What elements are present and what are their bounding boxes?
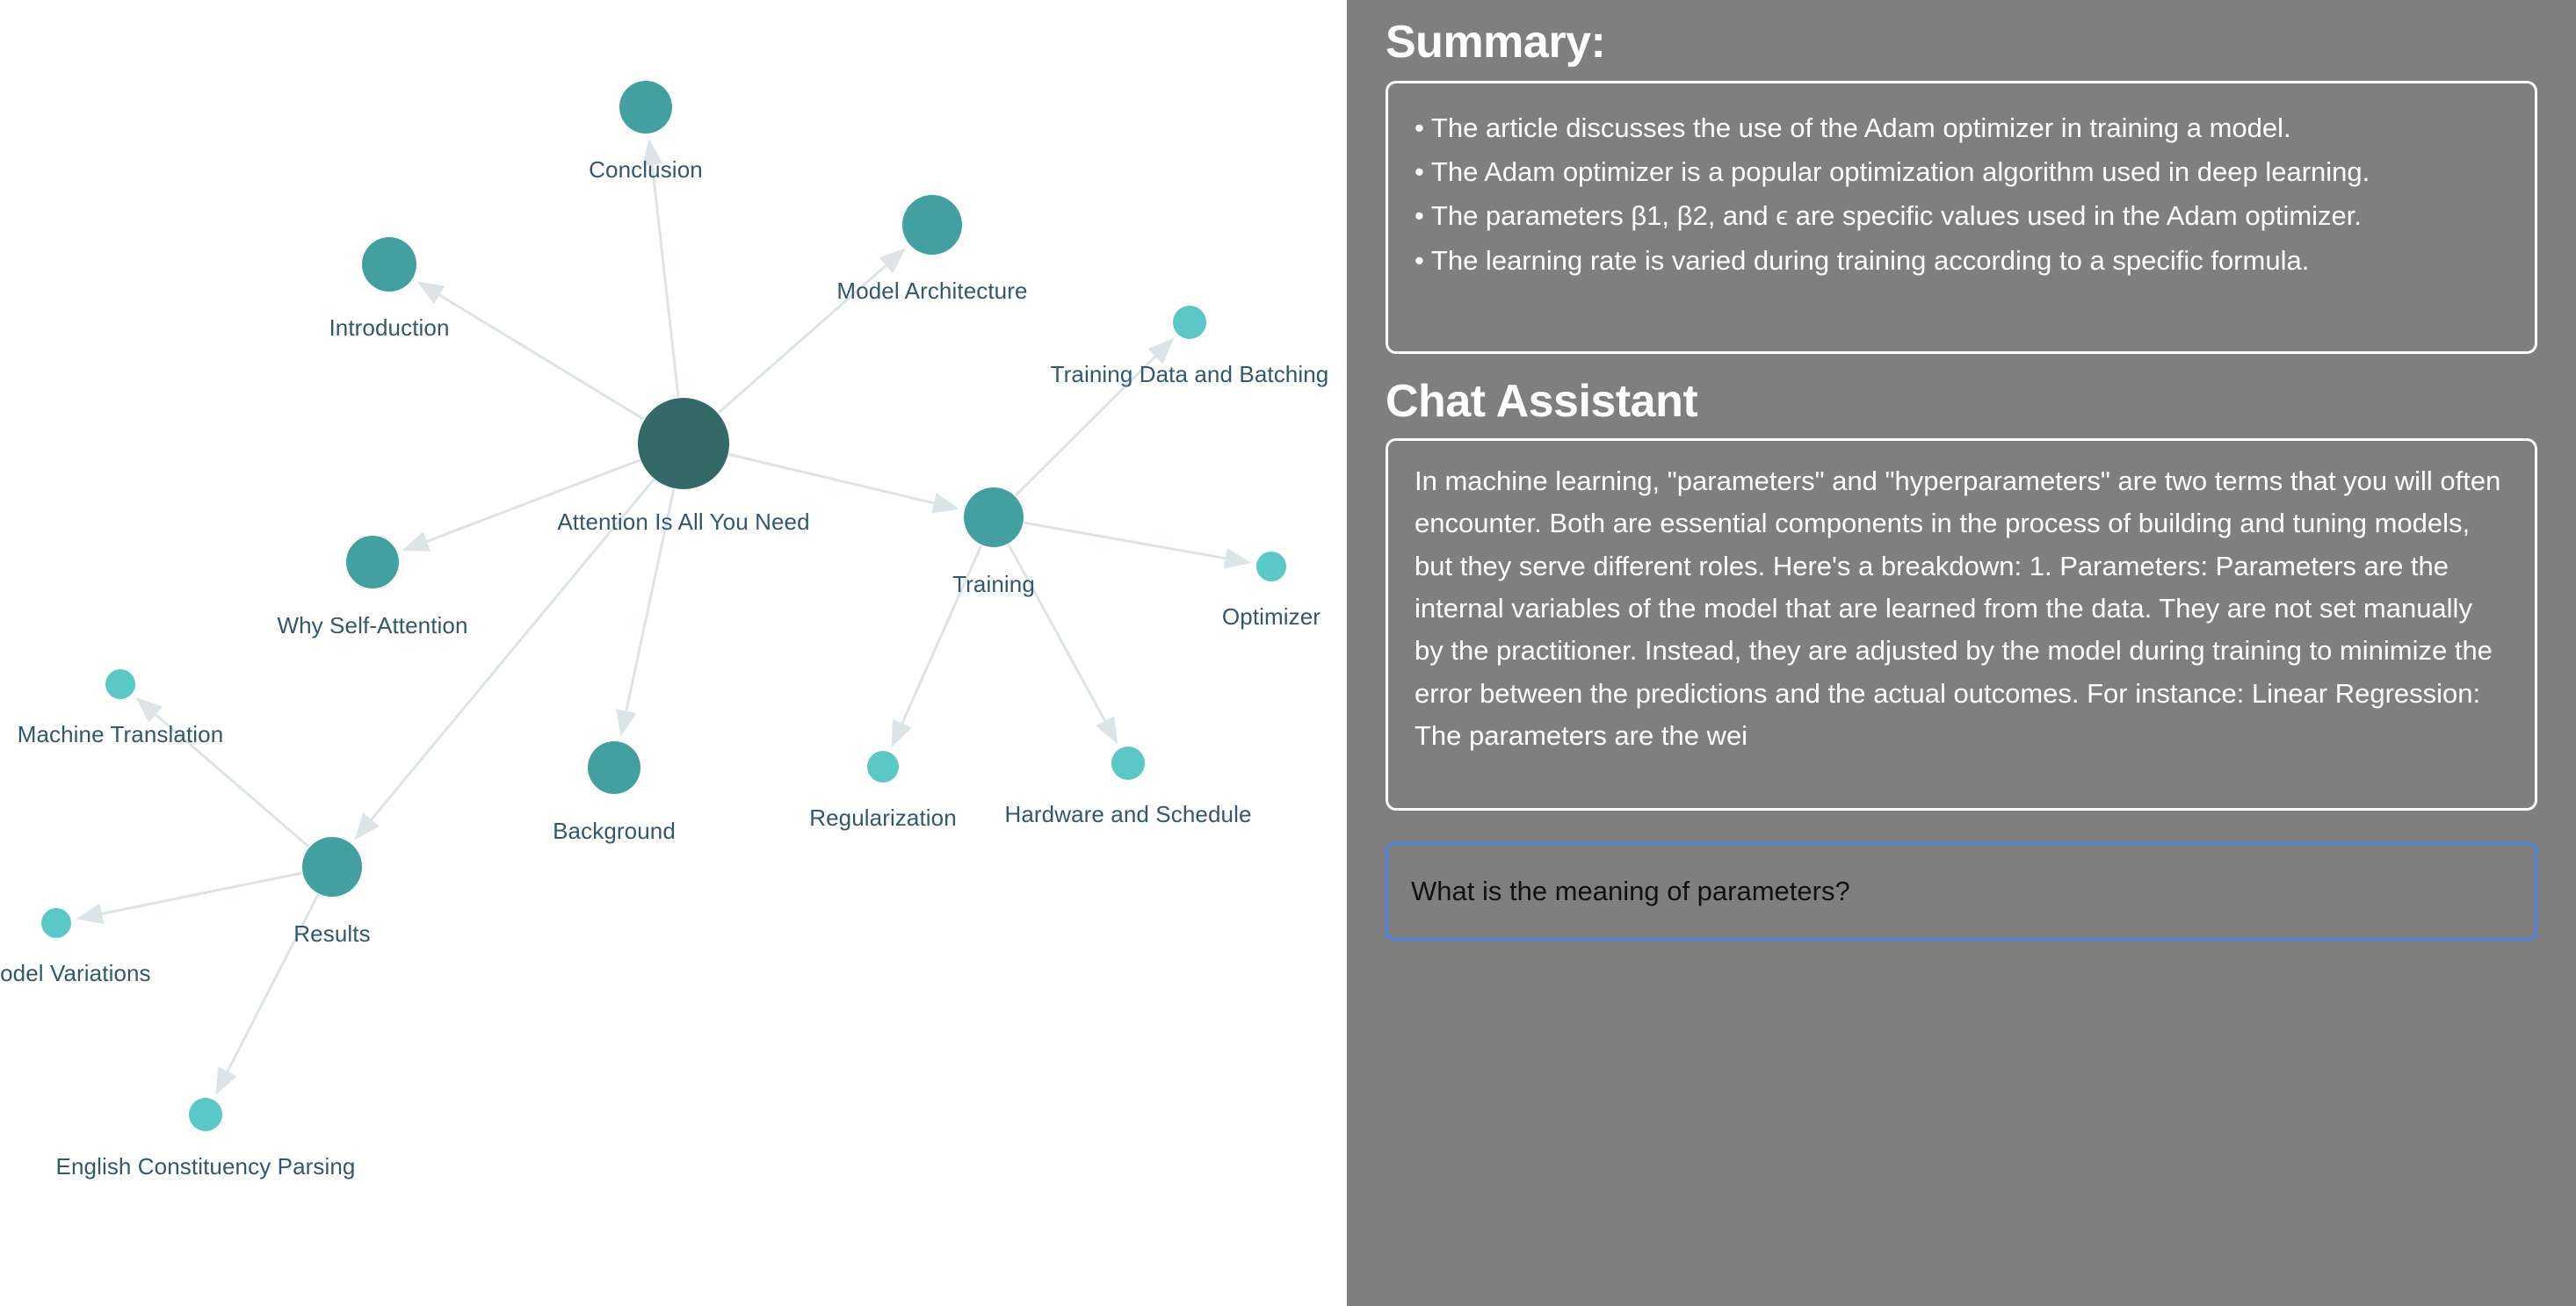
chat-response-box: In machine learning, "parameters" and "h…	[1386, 438, 2537, 811]
graph-edge-layer	[76, 138, 1252, 1095]
graph-edge	[717, 248, 906, 415]
graph-node[interactable]	[1173, 306, 1206, 339]
graph-node[interactable]	[964, 487, 1024, 547]
graph-edge	[354, 478, 655, 841]
graph-edge	[641, 138, 680, 398]
graph-node[interactable]	[1111, 747, 1145, 780]
chat-assistant-heading: Chat Assistant	[1386, 376, 1698, 427]
graph-node[interactable]	[638, 398, 729, 489]
knowledge-graph-svg[interactable]	[0, 0, 1347, 1306]
graph-edge	[1024, 521, 1252, 569]
graph-node[interactable]	[619, 81, 672, 133]
graph-node[interactable]	[1256, 552, 1286, 581]
graph-node[interactable]	[41, 908, 71, 938]
graph-edge	[76, 871, 303, 925]
summary-bullet: • The article discusses the use of the A…	[1415, 112, 2291, 143]
graph-edge	[135, 697, 310, 848]
graph-node[interactable]	[189, 1098, 222, 1131]
graph-edge	[1014, 337, 1175, 497]
summary-heading: Summary:	[1386, 17, 1606, 68]
summary-bullet: • The parameters β1, β2, and ϵ are speci…	[1415, 200, 2363, 232]
graph-node-layer[interactable]	[41, 81, 1286, 1131]
graph-edge	[416, 281, 645, 421]
summary-bullet: • The Adam optimizer is a popular optimi…	[1415, 156, 2370, 188]
graph-node[interactable]	[362, 237, 416, 292]
graph-node[interactable]	[346, 536, 399, 588]
graph-edge	[728, 452, 960, 514]
graph-edge	[616, 488, 676, 737]
summary-box: • The article discusses the use of the A…	[1386, 81, 2537, 354]
chat-input-value: What is the meaning of parameters?	[1411, 876, 1850, 906]
graph-edge	[215, 893, 320, 1095]
graph-node[interactable]	[588, 741, 640, 794]
graph-node[interactable]	[105, 669, 135, 699]
summary-bullet: • The learning rate is varied during tra…	[1415, 244, 2310, 276]
graph-edge	[402, 458, 641, 552]
graph-node[interactable]	[867, 751, 899, 783]
graph-node[interactable]	[902, 195, 962, 255]
graph-edge	[1007, 543, 1118, 745]
graph-edge	[891, 545, 983, 748]
assistant-side-panel: Summary: • The article discusses the use…	[1347, 0, 2576, 1306]
graph-node[interactable]	[302, 837, 362, 897]
chat-input[interactable]: What is the meaning of parameters?	[1386, 842, 2537, 941]
